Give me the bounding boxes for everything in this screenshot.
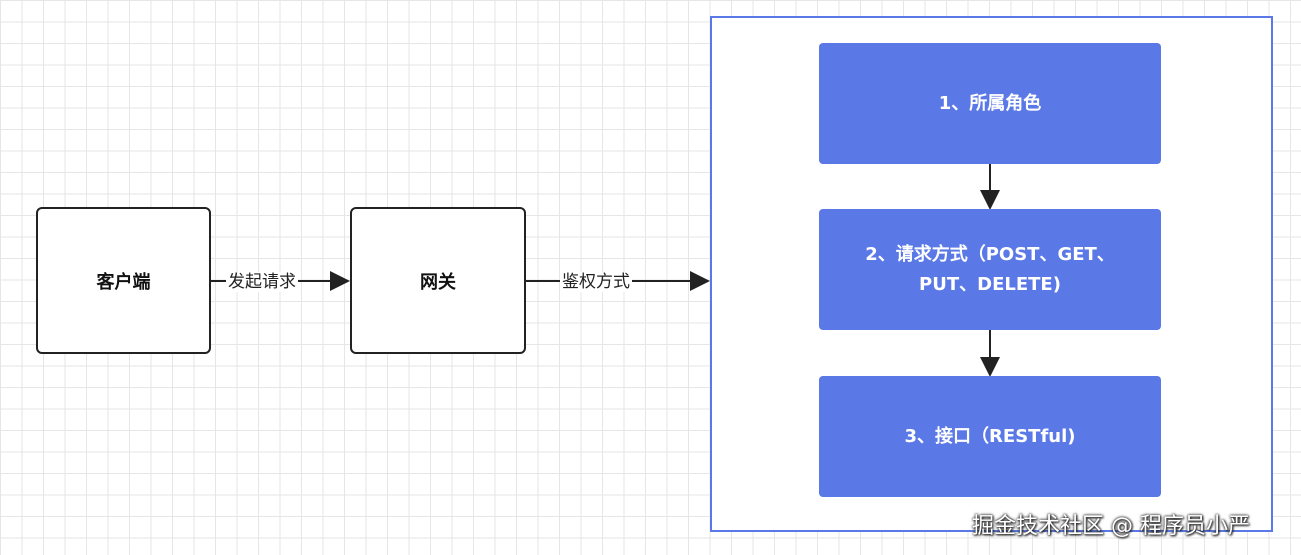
gateway-label: 网关 xyxy=(420,271,456,293)
step-1-text: 1、所属角色 xyxy=(938,92,1042,114)
client-label: 客户端 xyxy=(96,271,151,293)
client-node: 客户端 xyxy=(36,207,211,354)
step-3-text: 3、接口（RESTful) xyxy=(904,425,1076,447)
edge-label-auth-method: 鉴权方式 xyxy=(560,272,632,292)
edge-label-send-request: 发起请求 xyxy=(226,272,298,292)
gateway-node: 网关 xyxy=(350,207,526,354)
step-1-role: 1、所属角色 xyxy=(819,43,1161,164)
watermark-text: 掘金技术社区 @ 程序员小严 xyxy=(972,514,1250,539)
step-2-request-method: 2、请求方式（POST、GET、 PUT、DELETE) xyxy=(819,209,1161,330)
step-2-text-line2: PUT、DELETE) xyxy=(919,273,1061,295)
step-3-endpoint: 3、接口（RESTful) xyxy=(819,376,1161,497)
step-2-text-line1: 2、请求方式（POST、GET、 xyxy=(865,243,1115,265)
auth-method-container: 1、所属角色 2、请求方式（POST、GET、 PUT、DELETE) 3、接口… xyxy=(710,16,1273,532)
step-connector-layer xyxy=(980,163,1000,377)
